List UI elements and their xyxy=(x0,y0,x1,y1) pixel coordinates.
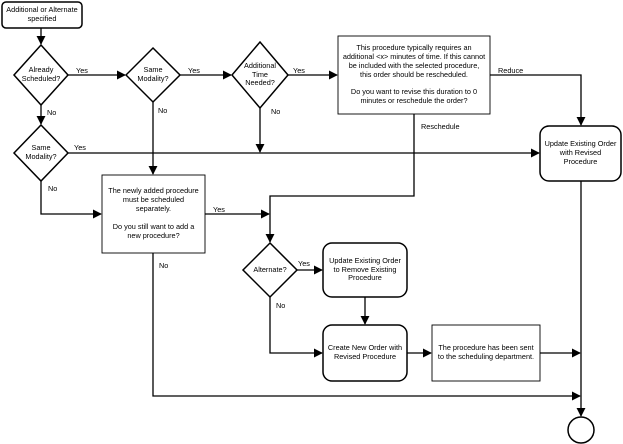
edge-reduce xyxy=(490,74,586,126)
edge-label-time-no: No xyxy=(271,107,281,116)
edge-label-reschedule: Reschedule xyxy=(421,122,460,131)
edge-label-alternate-yes: Yes xyxy=(298,259,310,268)
same-modality-top-label: Same Modality? xyxy=(137,65,169,83)
edge-label-alternate-no: No xyxy=(276,301,286,310)
duration-message-box xyxy=(337,35,491,115)
edge-label-separate-yes: Yes xyxy=(213,205,225,214)
edge-label-reduce: Reduce xyxy=(498,66,524,75)
duration-message-text: This procedure typically requires an add… xyxy=(342,42,486,106)
start-node xyxy=(1,1,83,29)
edge-alternate-no xyxy=(269,297,323,358)
edge-label-already-yes: Yes xyxy=(76,66,88,75)
edge-label-already-no: No xyxy=(47,108,57,117)
separate-message-text: The newly added procedure must be schedu… xyxy=(108,186,199,240)
edge-separate-no xyxy=(152,253,581,401)
update-revised-label: Update Existing Order with Revised Proce… xyxy=(544,139,617,166)
edge-label-same-top-no: No xyxy=(158,106,168,115)
end-node xyxy=(567,416,595,444)
additional-time-label: Additional Time Needed? xyxy=(243,60,277,88)
edge-label-same-left-no: No xyxy=(48,184,58,193)
same-modality-left-label: Same Modality? xyxy=(25,143,57,161)
update-remove-label: Update Existing Order to Remove Existing… xyxy=(329,255,401,283)
already-scheduled-label: Already Scheduled? xyxy=(21,65,61,83)
edge-same-left-no xyxy=(40,181,102,219)
edge-label-same-top-yes: Yes xyxy=(188,66,200,75)
sent-message-text: The procedure has been sent to the sched… xyxy=(437,343,535,361)
edge-label-same-left-yes: Yes xyxy=(74,143,86,152)
edge-label-time-yes: Yes xyxy=(293,66,305,75)
edge-label-separate-no: No xyxy=(159,261,169,270)
alternate-label: Alternate? xyxy=(253,264,287,274)
edge-reschedule xyxy=(265,114,415,243)
sent-message-box xyxy=(431,324,541,382)
start-label: Additional or Alternate specified xyxy=(6,5,78,23)
create-new-label: Create New Order with Revised Procedure xyxy=(327,343,403,361)
